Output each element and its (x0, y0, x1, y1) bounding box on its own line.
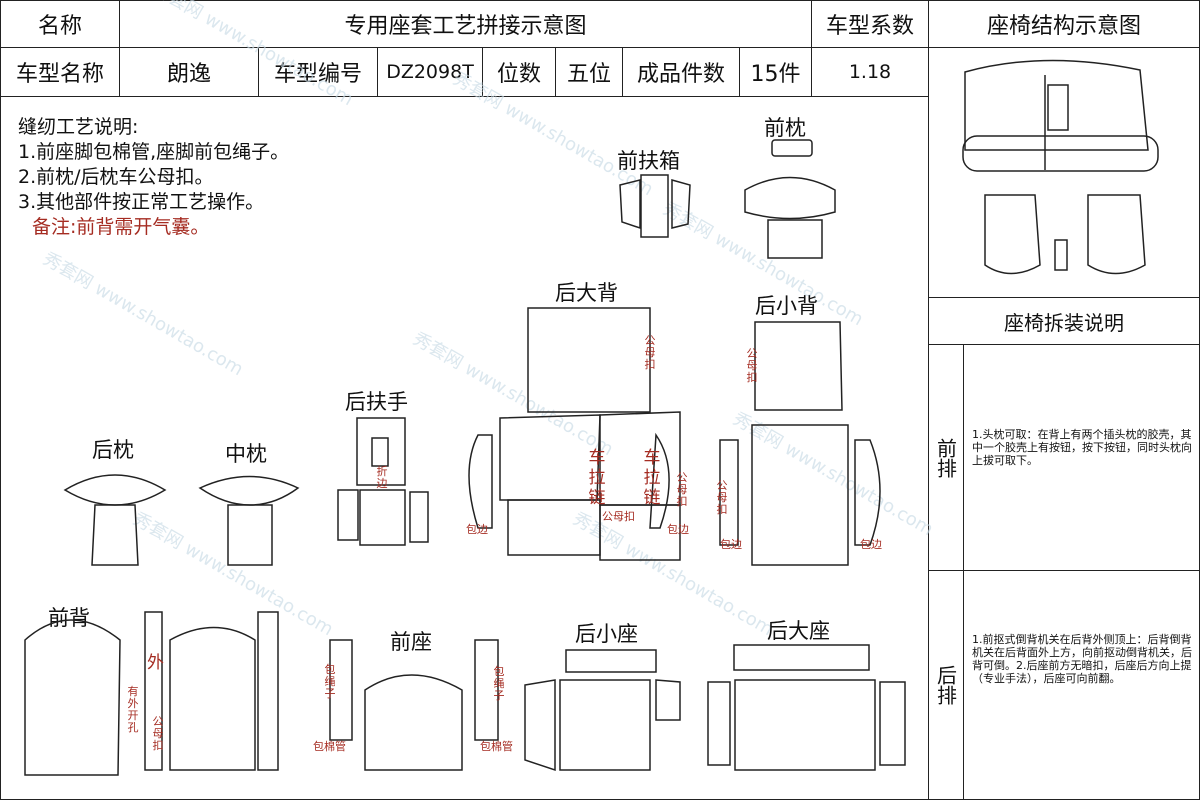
annotation-edge-wrap: 包边 (667, 523, 689, 536)
note-item: 3.其他部件按正常工艺操作。 (18, 191, 265, 213)
rear-row-text: 1.前抠式倒背机关在后背外侧顶上：后背倒背机关在后背面外上方，向前抠动倒背机关，… (972, 633, 1192, 685)
model-no-label: 车型编号 (258, 47, 378, 97)
note-item: 2.前枕/后枕车公母扣。 (18, 166, 214, 188)
annotation-rope-wrap: 包绳子 (324, 663, 336, 700)
note-item: 1.前座脚包棉管,座脚前包绳子。 (18, 141, 290, 163)
notes-title: 缝纫工艺说明: (18, 116, 139, 138)
structure-title: 座椅结构示意图 (928, 0, 1200, 48)
label-rear-pillow: 后枕 (92, 438, 134, 462)
model-name-label: 车型名称 (0, 47, 120, 97)
annotation-zipper: 车拉链 (643, 448, 661, 508)
label-rear-small-back: 后小背 (755, 294, 818, 318)
annotation-buckle: 公母扣 (746, 347, 758, 384)
label-rear-small-seat: 后小座 (575, 622, 638, 646)
annotation-folded-edge: 折边 (376, 465, 388, 490)
model-name: 朗逸 (119, 47, 259, 97)
structure-panel (928, 47, 1200, 298)
front-row-label-cell: 前排 (928, 344, 964, 571)
label-middle-pillow: 中枕 (225, 442, 267, 466)
model-no: DZ2098T (377, 47, 483, 97)
annotation-edge-wrap: 包边 (720, 538, 742, 551)
annotation-buckle: 公母扣 (676, 471, 688, 508)
front-row-label: 前排 (933, 437, 958, 478)
annotation-outer-opening: 有外开孔 (127, 685, 139, 734)
rear-row-label: 后排 (933, 665, 958, 705)
notes-remark: 备注:前背需开气囊。 (32, 216, 210, 238)
label-front-seat: 前座 (390, 630, 432, 654)
label-front-back: 前背 (48, 606, 90, 630)
annotation-outer: 外 (147, 653, 164, 673)
pieces-value: 15件 (739, 47, 812, 97)
rear-row-panel (963, 570, 1200, 800)
annotation-rope-wrap: 包绳子 (493, 665, 505, 702)
annotation-cotton-tube: 包棉管 (313, 740, 346, 753)
annotation-edge-wrap: 包边 (860, 538, 882, 551)
seats-value: 五位 (555, 47, 623, 97)
annotation-buckle-bottom: 公母扣 (602, 510, 635, 523)
annotation-buckle: 公母扣 (644, 334, 656, 371)
disassembly-title: 座椅拆装说明 (928, 297, 1200, 345)
annotation-buckle: 公母扣 (716, 479, 728, 516)
label-rear-big-seat: 后大座 (767, 619, 830, 643)
annotation-zipper: 车拉链 (588, 448, 606, 508)
label-front-pillow: 前枕 (764, 116, 806, 140)
seats-label: 位数 (482, 47, 556, 97)
annotation-edge-wrap: 包边 (466, 523, 488, 536)
label-rear-armrest: 后扶手 (345, 390, 408, 414)
name-label: 名称 (0, 0, 120, 48)
annotation-cotton-tube: 包棉管 (480, 740, 513, 753)
coef-label: 车型系数 (811, 0, 929, 48)
front-row-text: 1.头枕可取：在背上有两个插头枕的胶壳，其中一个胶壳上有按钮，按下按钮，同时头枕… (972, 428, 1192, 467)
page-title: 专用座套工艺拼接示意图 (119, 0, 812, 48)
label-front-armrest-box: 前扶箱 (617, 149, 680, 173)
pieces-label: 成品件数 (622, 47, 740, 97)
rear-row-label-cell: 后排 (928, 570, 964, 800)
annotation-buckle: 公母扣 (152, 715, 164, 752)
coef-value: 1.18 (811, 47, 929, 97)
label-rear-big-back: 后大背 (555, 281, 618, 305)
